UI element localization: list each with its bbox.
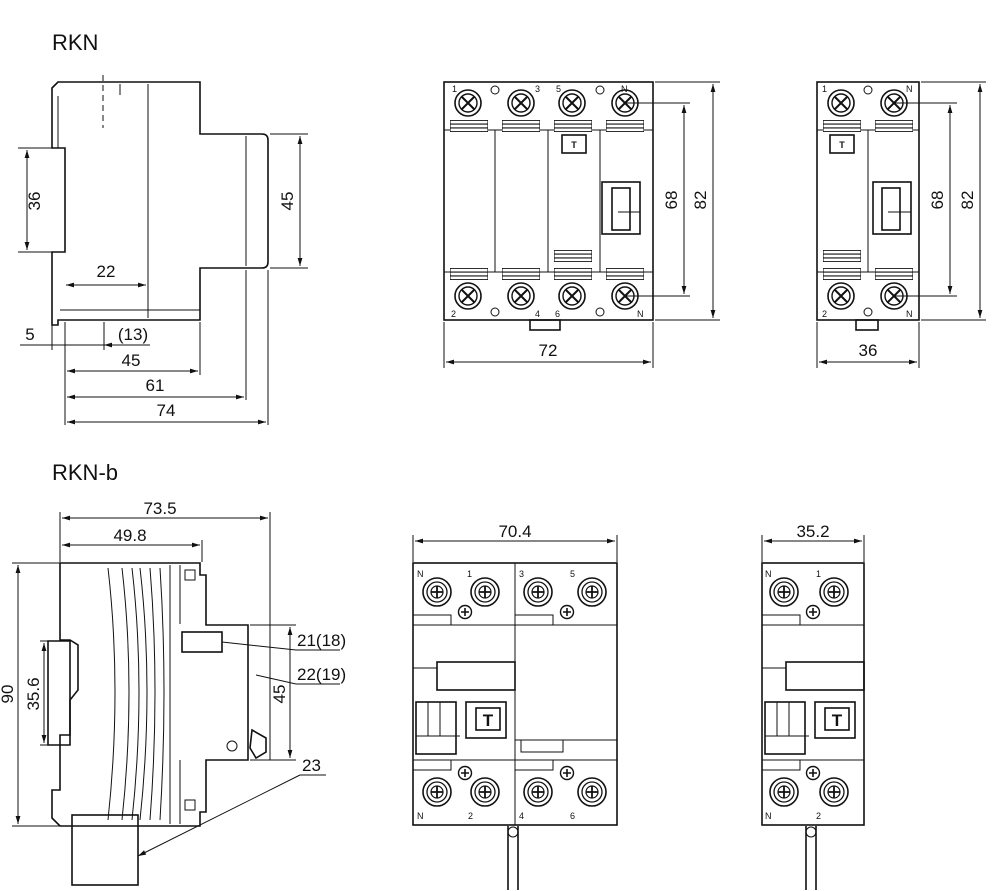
- terminal-3-b: 3: [519, 569, 524, 579]
- rknb-side-view: 73.5 49.8 90 35.6 45 21(18) 22(19) 23: [0, 499, 346, 886]
- dim-rkn-45-height: 45: [278, 192, 297, 211]
- terminal-3: 3: [535, 84, 540, 94]
- terminal-n-bottom-b: N: [417, 811, 424, 821]
- dim-rkn4-68: 68: [662, 191, 681, 210]
- dim-rkn2-68: 68: [928, 191, 947, 210]
- dim-rkn-13: (13): [118, 325, 148, 344]
- rknb-front-2pole: T N 1 N 2 35.2: [761, 522, 865, 890]
- terminal-n-bottom-b2: N: [765, 811, 772, 821]
- title-rkn: RKN: [52, 30, 99, 55]
- dim-rkn-61: 61: [146, 376, 165, 395]
- terminal-6-b: 6: [570, 811, 575, 821]
- dim-rkn-22: 22: [97, 262, 116, 281]
- test-button-label-b2: T: [832, 711, 843, 730]
- terminal-2: 2: [451, 309, 456, 319]
- terminal-n-top-b2: N: [765, 569, 772, 579]
- dim-rkn2-36: 36: [859, 341, 878, 360]
- title-rkn-b: RKN-b: [52, 460, 119, 485]
- dim-rkn4-82: 82: [691, 191, 710, 210]
- terminal-n-top: N: [621, 84, 628, 94]
- dim-rkn-36: 36: [25, 192, 44, 211]
- rkn-front-2pole: T 1 N 2 N 68 82 36: [816, 81, 986, 368]
- terminal-2-b: 2: [468, 811, 473, 821]
- terminal-4-b: 4: [519, 811, 524, 821]
- dim-rknb-73-5: 73.5: [143, 499, 176, 518]
- dim-rknb-90: 90: [0, 685, 17, 704]
- rkn-side-view: 36 45 22 5 (13) 45 61 74: [18, 75, 308, 425]
- dim-rkn-5: 5: [25, 325, 34, 344]
- label-21-18: 21(18): [297, 631, 346, 650]
- dim-rkn4-72: 72: [539, 341, 558, 360]
- terminal-n-bottom-2p: N: [906, 309, 913, 319]
- terminal-n-bottom: N: [637, 309, 644, 319]
- label-23: 23: [302, 756, 321, 775]
- terminal-4: 4: [535, 309, 540, 319]
- terminal-2-2p: 2: [822, 309, 827, 319]
- terminal-1-2p: 1: [822, 84, 827, 94]
- test-button-label-b: T: [483, 711, 494, 730]
- dim-rkn-74: 74: [157, 401, 176, 420]
- dim-rknb4-70-4: 70.4: [498, 522, 531, 541]
- dim-rknb-35-6: 35.6: [24, 677, 43, 710]
- dim-rknb2-35-2: 35.2: [796, 522, 829, 541]
- terminal-5-b: 5: [570, 569, 575, 579]
- rkn-front-4pole: T 1 3 5 N 2 4 6 N 68 82 72: [443, 81, 720, 368]
- dim-rknb-45: 45: [270, 685, 289, 704]
- test-button-label-2p: T: [839, 140, 845, 150]
- terminal-2-b2: 2: [816, 811, 821, 821]
- terminal-6: 6: [555, 309, 560, 319]
- terminal-5: 5: [556, 84, 561, 94]
- rknb-front-4pole: T N 1 3 5 N 2 4 6 70.4: [412, 522, 618, 890]
- terminal-1-b2: 1: [816, 569, 821, 579]
- dim-rkn-45-width: 45: [122, 351, 141, 370]
- dim-rkn2-82: 82: [958, 191, 977, 210]
- terminal-1: 1: [452, 84, 457, 94]
- test-button-label: T: [571, 140, 577, 150]
- dim-rknb-49-8: 49.8: [113, 526, 146, 545]
- terminal-n-top-b: N: [417, 569, 424, 579]
- terminal-1-b: 1: [467, 569, 472, 579]
- label-22-19: 22(19): [297, 665, 346, 684]
- terminal-n-top-2p: N: [906, 84, 913, 94]
